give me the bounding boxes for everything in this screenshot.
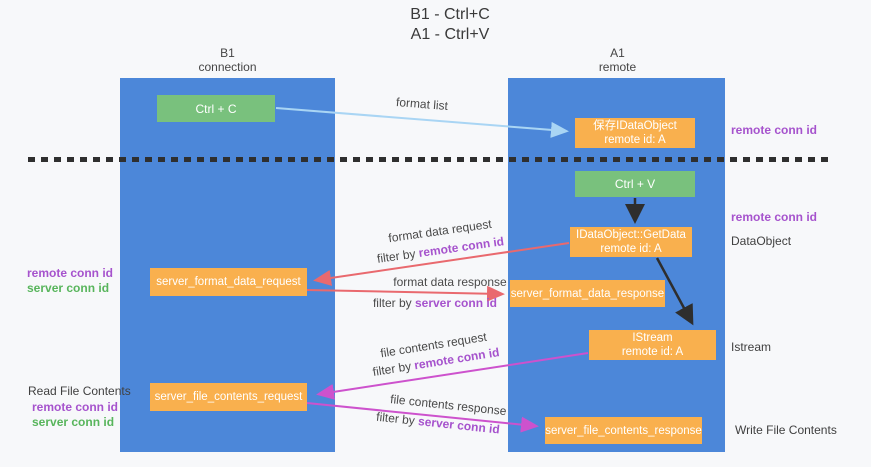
left-server-conn-id-label-1: server conn id xyxy=(27,281,110,295)
save-dataobject-line1: 保存IDataObject xyxy=(593,120,677,132)
right-column-name: A1 xyxy=(610,46,625,60)
right-column-header: A1 remote xyxy=(550,46,685,74)
getdata-line1: IDataObject::GetData xyxy=(576,229,686,241)
save-dataobject-box: 保存IDataObject remote id: A xyxy=(575,118,695,148)
left-server-conn-id-label-2: server conn id xyxy=(32,415,115,429)
server-format-data-response-label: server_format_data_response xyxy=(510,287,665,300)
server-conn-id-text: server conn id xyxy=(417,414,501,437)
save-dataobject-line2: remote id: A xyxy=(604,134,666,146)
title-line-1: B1 - Ctrl+C xyxy=(410,6,490,23)
right-remote-conn-id-label-top: remote conn id xyxy=(731,123,818,137)
istream-line2: remote id: A xyxy=(621,346,684,358)
title-line-2: A1 - Ctrl+V xyxy=(410,26,490,43)
filter-by-text: filter by xyxy=(375,409,419,428)
left-column-name: B1 xyxy=(220,46,235,60)
left-column-header: B1 connection xyxy=(160,46,295,74)
ctrl-v-label: Ctrl + V xyxy=(614,177,656,191)
istream-line1: IStream xyxy=(632,332,673,344)
server-file-contents-response-box: server_file_contents_response xyxy=(545,417,702,444)
server-format-data-request-box: server_format_data_request xyxy=(150,268,307,296)
right-column-role: remote xyxy=(598,60,637,74)
server-file-contents-response-label: server_file_contents_response xyxy=(545,424,702,437)
read-file-contents-label: Read File Contents xyxy=(28,384,131,398)
left-remote-conn-id-label-2: remote conn id xyxy=(32,400,119,414)
server-file-contents-request-box: server_file_contents_request xyxy=(150,383,307,411)
ctrl-c-box: Ctrl + C xyxy=(157,95,275,122)
ctrl-c-label: Ctrl + C xyxy=(195,101,237,116)
istream-side-label: Istream xyxy=(731,340,772,354)
write-file-contents-label: Write File Contents xyxy=(735,423,837,437)
istream-box: IStream remote id: A xyxy=(589,330,716,360)
server-file-contents-request-label: server_file_contents_request xyxy=(154,391,303,403)
filter-by-text: filter by xyxy=(372,296,415,310)
filter-by-text: filter by xyxy=(376,246,420,266)
ctrl-v-box: Ctrl + V xyxy=(575,171,695,197)
left-remote-conn-id-label-1: remote conn id xyxy=(27,266,114,280)
format-data-response-arrow xyxy=(306,285,505,302)
left-column-role: connection xyxy=(198,60,257,74)
getdata-box: IDataObject::GetData remote id: A xyxy=(570,227,692,257)
server-format-data-response-box: server_format_data_response xyxy=(510,280,665,307)
phase-separator-dashed-line xyxy=(28,157,832,162)
server-format-data-request-label: server_format_data_request xyxy=(156,276,301,288)
right-remote-conn-id-label-mid: remote conn id xyxy=(731,210,818,224)
getdata-line2: remote id: A xyxy=(600,243,662,255)
format-data-response-label: format data response xyxy=(393,275,507,289)
server-conn-id-text: server conn id xyxy=(414,296,498,310)
filter-by-text: filter by xyxy=(371,358,416,379)
format-data-response-filter-label: filter by server conn id xyxy=(370,296,500,310)
diagram-title: B1 - Ctrl+C A1 - Ctrl+V xyxy=(300,5,600,45)
dataobject-label: DataObject xyxy=(731,234,792,248)
format-list-label: format list xyxy=(395,94,449,114)
